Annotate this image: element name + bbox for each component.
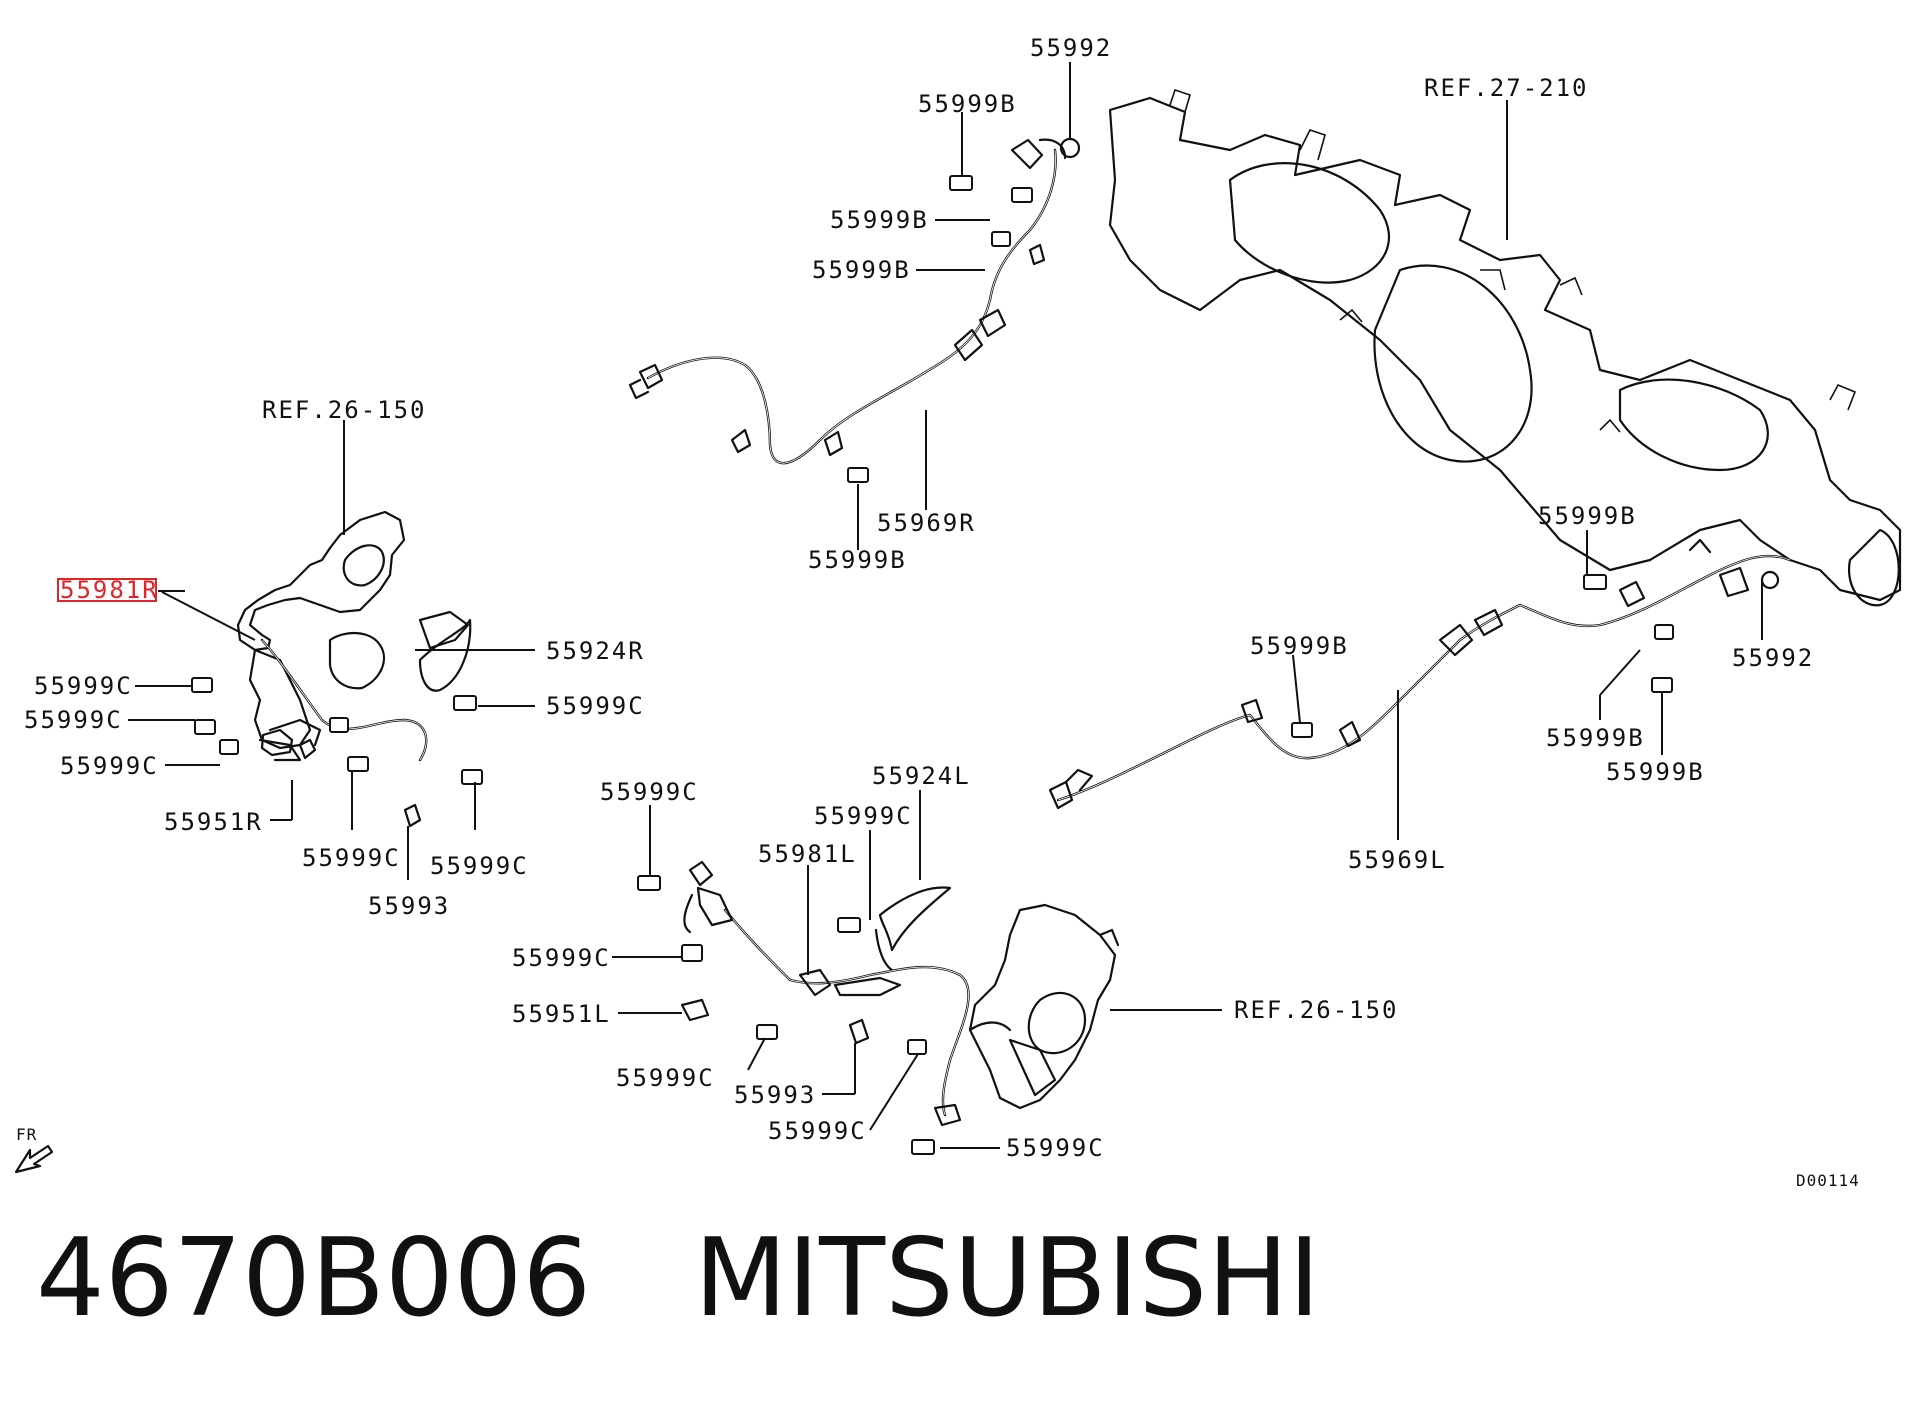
label-55999c-mid-f: 55999C <box>1006 1134 1105 1162</box>
label-55951r: 55951R <box>164 808 263 836</box>
label-55999c-left-c: 55999C <box>60 752 159 780</box>
brand-name: MITSUBISHI <box>694 1216 1321 1341</box>
label-55993-mid: 55993 <box>734 1081 816 1109</box>
label-55999b-right-d: 55999B <box>1606 758 1705 786</box>
rear-axle-housing <box>1108 88 1902 607</box>
harness-55969r <box>628 137 1081 465</box>
left-bolts <box>191 677 483 785</box>
label-55999b-top-d: 55999B <box>808 546 907 574</box>
label-55999b-top-b: 55999B <box>830 206 929 234</box>
label-55999c-mid-b: 55999C <box>814 802 913 830</box>
label-55924l: 55924L <box>872 762 971 790</box>
label-55999b-right-a: 55999B <box>1538 502 1637 530</box>
right-knuckle-assembly <box>680 860 1120 1127</box>
label-55999b-top-a: 55999B <box>918 90 1017 118</box>
label-55981l: 55981L <box>758 840 857 868</box>
highlight-box <box>57 578 157 602</box>
label-ref-26-150-left: REF.26-150 <box>262 396 427 424</box>
middle-bolts <box>637 875 935 1155</box>
front-direction-indicator: FR <box>14 1125 54 1174</box>
label-55951l: 55951L <box>512 1000 611 1028</box>
label-55992-top: 55992 <box>1030 34 1112 62</box>
label-55999c-mid-c: 55999C <box>512 944 611 972</box>
label-55999c-left-b: 55999C <box>24 706 123 734</box>
label-55999b-right-c: 55999B <box>1546 724 1645 752</box>
label-55999c-mid-a: 55999C <box>600 778 699 806</box>
left-knuckle-assembly <box>236 510 472 828</box>
label-55981r-highlighted: 55981R <box>60 576 159 604</box>
right-bolts <box>1291 574 1674 738</box>
label-55999c-left-d: 55999C <box>546 692 645 720</box>
label-ref-26-150-right: REF.26-150 <box>1234 996 1399 1024</box>
label-55999c-mid-e: 55999C <box>768 1117 867 1145</box>
label-55992-right: 55992 <box>1732 644 1814 672</box>
label-55993-left: 55993 <box>368 892 450 920</box>
part-number: 4670B006 <box>36 1216 592 1341</box>
label-55999b-top-c: 55999B <box>812 256 911 284</box>
fr-label: FR <box>16 1125 37 1144</box>
label-55969l: 55969L <box>1348 846 1447 874</box>
diagram-code: D00114 <box>1796 1171 1860 1190</box>
label-55969r: 55969R <box>877 509 976 537</box>
label-55924r: 55924R <box>546 637 645 665</box>
label-55999c-left-e: 55999C <box>302 844 401 872</box>
label-55999c-left-f: 55999C <box>430 852 529 880</box>
label-ref-27-210: REF.27-210 <box>1424 74 1589 102</box>
label-55999b-right-b: 55999B <box>1250 632 1349 660</box>
front-arrow-icon <box>14 1144 54 1174</box>
leader-lines <box>128 62 1763 1149</box>
label-55999c-mid-d: 55999C <box>616 1064 715 1092</box>
part-title: 4670B006 MITSUBISHI <box>36 1225 1320 1333</box>
top-bolts <box>847 175 1033 483</box>
callout-labels: 55992 55999B 55999B 55999B 55969R 55999B… <box>24 34 1814 1162</box>
label-55999c-left-a: 55999C <box>34 672 133 700</box>
